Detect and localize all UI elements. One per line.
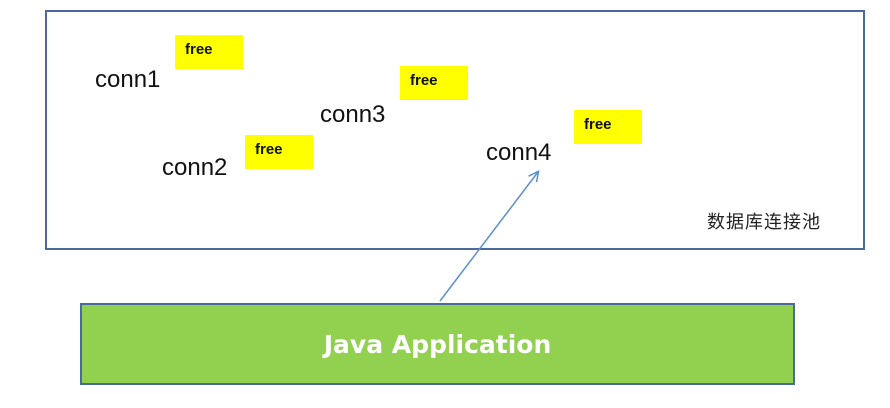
conn4-label: conn4 [486, 139, 552, 166]
java-application-box: Java Application [80, 303, 795, 385]
conn4-free-badge: free [574, 110, 642, 144]
conn1-label: conn1 [95, 66, 161, 93]
conn3-label: conn3 [320, 101, 386, 128]
java-application-label: Java Application [323, 329, 552, 359]
connection-pool-box: conn1 free conn2 free conn3 free conn4 f… [45, 10, 865, 250]
pool-title: 数据库连接池 [707, 212, 821, 233]
conn1-free-badge: free [175, 35, 243, 69]
conn2-label: conn2 [162, 154, 228, 181]
conn2-free-badge: free [245, 135, 313, 169]
conn3-free-badge: free [400, 66, 468, 100]
